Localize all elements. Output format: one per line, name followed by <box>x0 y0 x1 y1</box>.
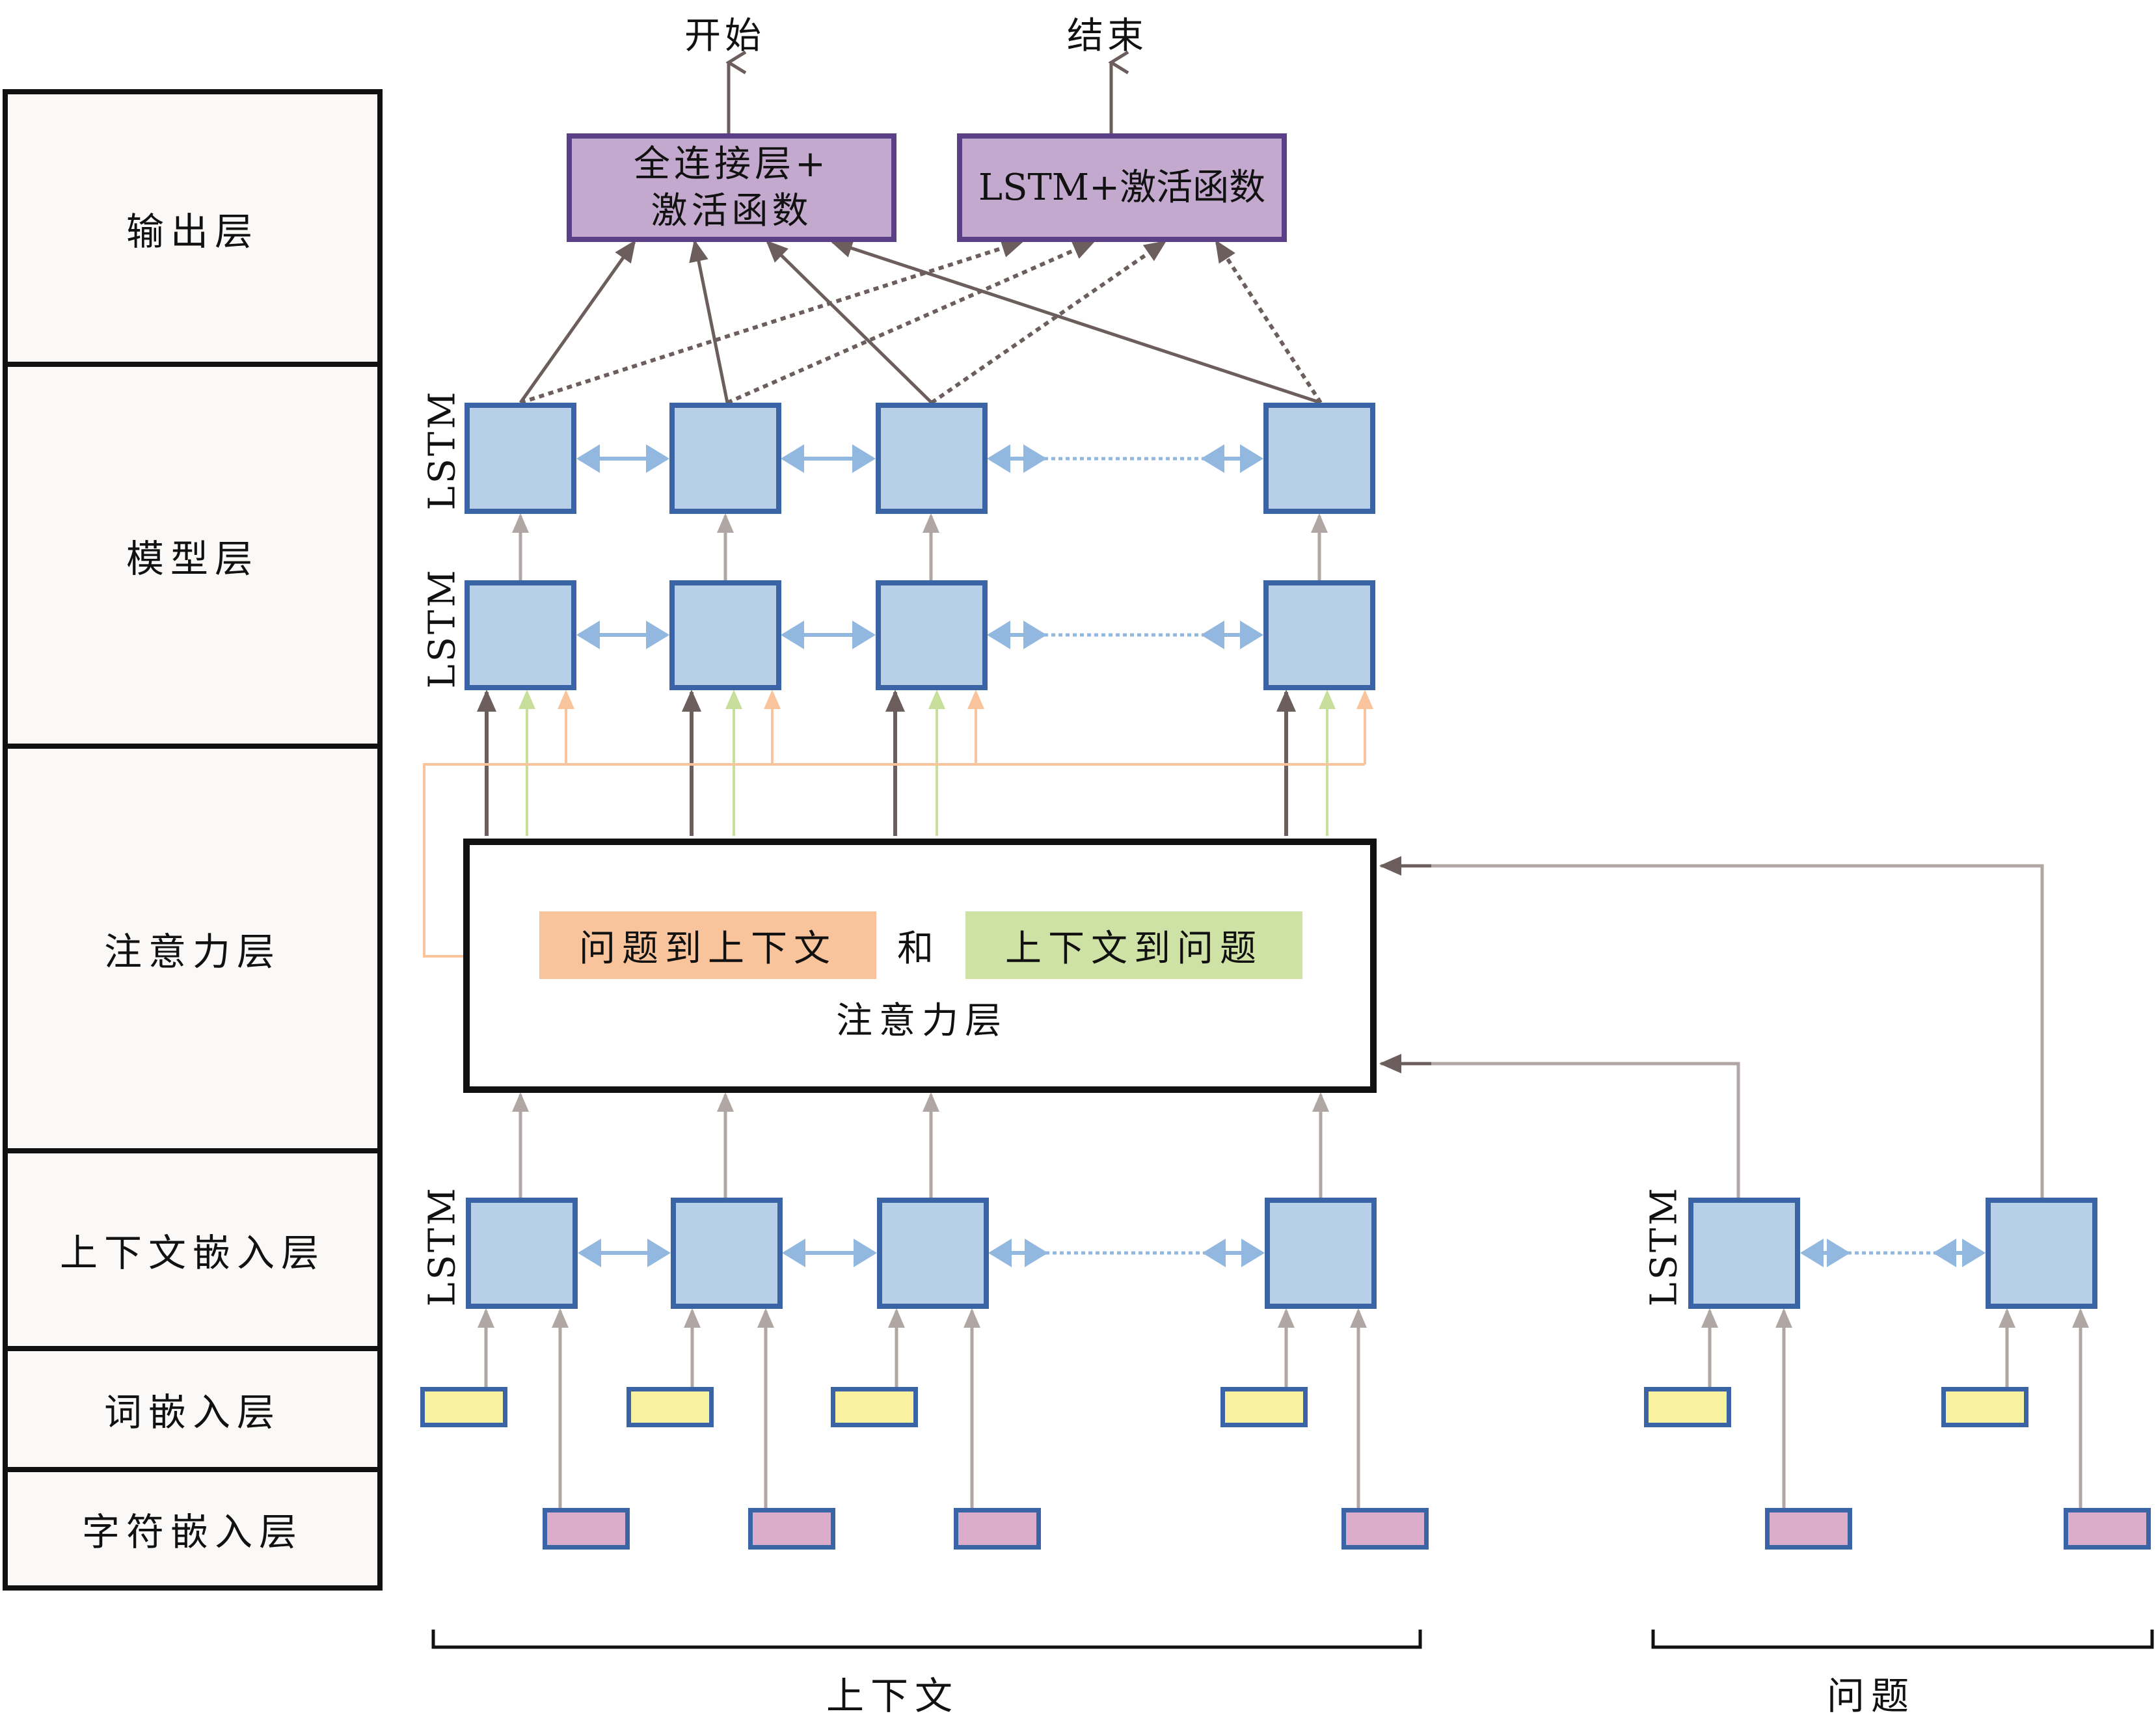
layer-model-label: 模型层 <box>126 536 259 581</box>
embedding-to-lstm-arrows <box>478 1308 2089 1508</box>
word-embedding-cell <box>1644 1387 1731 1427</box>
layer-model: 模型层 <box>3 362 383 749</box>
layer-char-embedding-label: 字符嵌入层 <box>81 1510 303 1554</box>
fc-activation-box: 全连接层+ 激活函数 <box>567 133 896 242</box>
word-embedding-cell <box>627 1387 714 1427</box>
layer-char-embedding: 字符嵌入层 <box>3 1467 383 1591</box>
end-label: 结束 <box>1067 15 1148 57</box>
context-group-label: 上下文 <box>826 1674 960 1718</box>
word-embedding-cell <box>831 1387 918 1427</box>
layer-output: 输出层 <box>3 89 383 367</box>
context-lstm-cell <box>671 1198 783 1309</box>
model-lstm-top-cell <box>669 403 781 514</box>
attention-layer-title: 注意力层 <box>836 999 1008 1042</box>
model-lstm-bottom-cell <box>876 580 988 690</box>
word-embedding-cell <box>1220 1387 1308 1427</box>
c2q-attention-tag: 上下文到问题 <box>965 911 1302 979</box>
char-embedding-cell <box>2064 1508 2151 1550</box>
model-to-lstm-output-lines <box>520 238 1323 405</box>
char-embedding-cell <box>1341 1508 1429 1550</box>
model-lstm-top-cell <box>1263 403 1375 514</box>
model-vertical-arrows <box>512 513 1328 580</box>
start-label: 开始 <box>684 15 765 57</box>
layer-label-column: 输出层 模型层 注意力层 上下文嵌入层 词嵌入层 字符嵌入层 <box>3 89 388 1591</box>
q2c-attention-tag: 问题到上下文 <box>539 911 876 979</box>
layer-context-embedding: 上下文嵌入层 <box>3 1148 383 1351</box>
model-lstm-bottom-cell <box>465 580 576 690</box>
char-embedding-cell <box>954 1508 1041 1550</box>
lstm-label-context: LSTM <box>421 1185 464 1307</box>
question-lstm-cell <box>1986 1198 2097 1309</box>
attention-to-model-arrows <box>423 690 1373 958</box>
lstm-activation-box: LSTM+激活函数 <box>957 133 1287 242</box>
and-text: 和 <box>897 927 940 970</box>
model-lstm-bottom-cell <box>1263 580 1375 690</box>
question-group-label: 问题 <box>1827 1674 1916 1718</box>
context-to-attention-arrows <box>512 1092 1329 1198</box>
layer-attention-label: 注意力层 <box>103 930 281 974</box>
context-lstm-cell <box>466 1198 578 1309</box>
model-lstm-bottom-cell <box>669 580 781 690</box>
char-embedding-cell <box>748 1508 835 1550</box>
model-lstm-top-cell <box>465 403 576 514</box>
model-to-fc-lines <box>519 239 1321 405</box>
question-lstm-cell <box>1688 1198 1800 1309</box>
question-to-attention-arrows <box>1379 856 2044 1198</box>
context-bracket <box>431 1630 1422 1649</box>
layer-word-embedding: 词嵌入层 <box>3 1346 383 1472</box>
bidirectional-arrows <box>576 444 1986 1267</box>
question-bracket <box>1651 1630 2154 1649</box>
word-embedding-cell <box>1941 1387 2028 1427</box>
context-lstm-cell <box>1265 1198 1377 1309</box>
layer-attention: 注意力层 <box>3 744 383 1153</box>
model-lstm-top-cell <box>876 403 988 514</box>
lstm-label-question: LSTM <box>1643 1185 1686 1307</box>
char-embedding-cell <box>1765 1508 1852 1550</box>
layer-context-embedding-label: 上下文嵌入层 <box>59 1231 325 1275</box>
layer-word-embedding-label: 词嵌入层 <box>103 1390 281 1434</box>
lstm-label-model-top: LSTM <box>421 389 464 511</box>
attention-box: 问题到上下文 和 上下文到问题 注意力层 <box>463 839 1377 1093</box>
context-lstm-cell <box>877 1198 989 1309</box>
word-embedding-cell <box>420 1387 507 1427</box>
char-embedding-cell <box>543 1508 630 1550</box>
layer-output-label: 输出层 <box>126 209 259 254</box>
lstm-label-model-bottom: LSTM <box>421 567 464 689</box>
